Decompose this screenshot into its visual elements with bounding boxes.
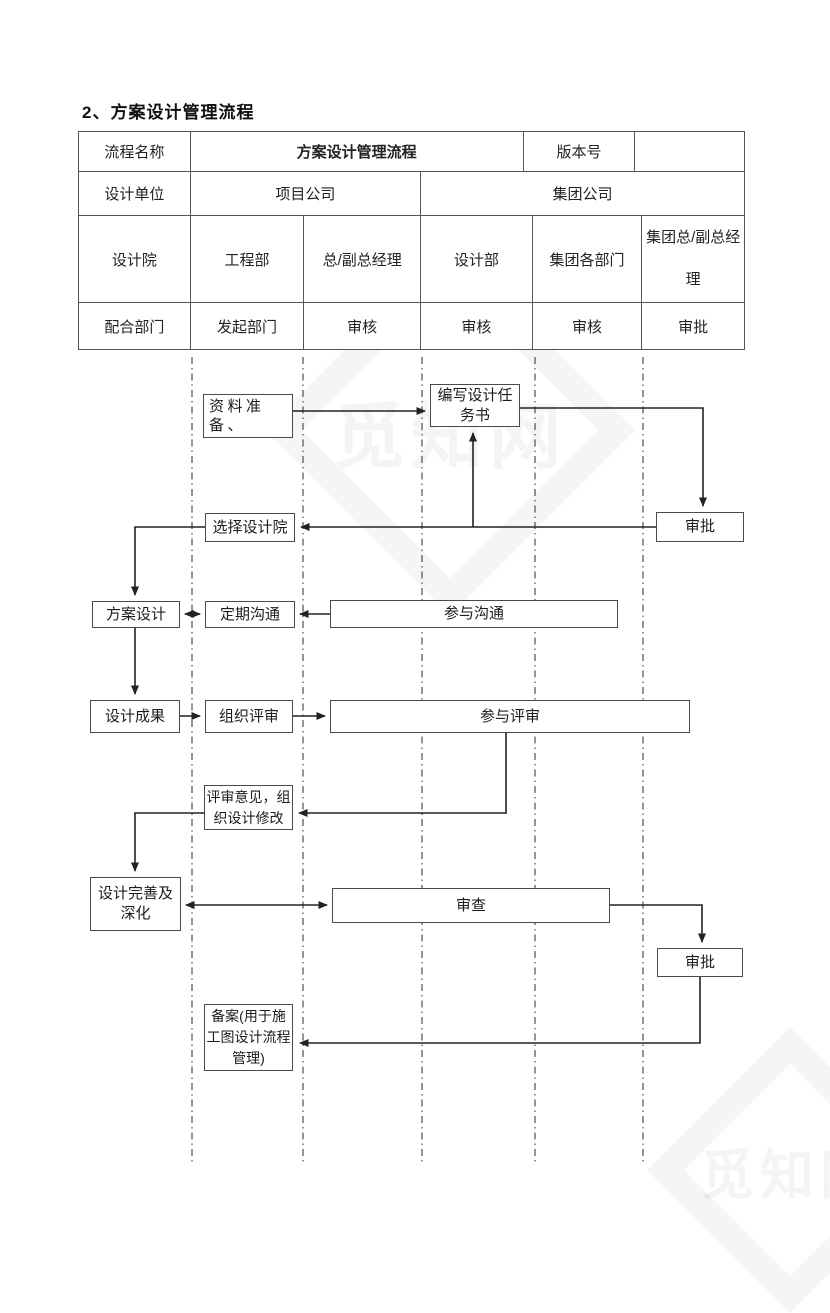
- table-cell: 总/副总经理: [304, 216, 421, 302]
- document-page: 觅知网 觅知网 2、方案设计管理流程 流程名称 方案设计管理流程 版本号 设计单…: [78, 103, 830, 1313]
- table-row: 设计院 工程部 总/副总经理 设计部 集团各部门 集团总/副总经理: [79, 216, 744, 303]
- flow-node-approve-2: 审批: [657, 948, 743, 977]
- table-cell: 集团各部门: [533, 216, 643, 302]
- table-row: 流程名称 方案设计管理流程 版本号: [79, 132, 744, 172]
- flow-node-organize-review: 组织评审: [205, 700, 293, 733]
- flow-node-approve-1: 审批: [656, 512, 744, 542]
- table-cell: 配合部门: [79, 303, 191, 349]
- lane-dividers: [191, 357, 644, 1162]
- connector: [131, 526, 205, 596]
- flow-node-select-institute: 选择设计院: [205, 513, 295, 542]
- connector: [299, 977, 701, 1047]
- table-row: 配合部门 发起部门 审核 审核 审核 审批: [79, 303, 744, 349]
- table-cell: 版本号: [524, 132, 636, 171]
- table-cell: 集团公司: [552, 186, 613, 203]
- table-cell: 项目公司: [191, 172, 421, 215]
- table-row: 设计单位 项目公司 集团公司: [79, 172, 744, 216]
- table-cell: 设计部: [421, 216, 533, 302]
- flow-node-review-comments: 评审意见，组织设计修改: [204, 785, 293, 830]
- connector: [520, 407, 707, 507]
- table-cell: 审核: [421, 303, 533, 349]
- table-cell: 设计院: [79, 216, 191, 302]
- table-cell: 审批: [678, 318, 709, 336]
- table-cell: 发起部门: [191, 303, 305, 349]
- flow-node-join-communication: 参与沟通: [330, 600, 618, 628]
- table-cell: 集团总/副总经理: [646, 229, 741, 288]
- flow-node-regular-communication: 定期沟通: [205, 601, 295, 628]
- table-cell: 工程部: [191, 216, 305, 302]
- table-cell: 审核: [533, 303, 643, 349]
- table-cell: 审核: [304, 303, 421, 349]
- flow-node-write-design-brief: 编写设计任务书: [430, 384, 520, 427]
- flow-node-design-results: 设计成果: [90, 700, 180, 733]
- flow-node-prepare-materials: 资料准备、: [203, 394, 293, 438]
- page-title: 2、方案设计管理流程: [82, 103, 255, 122]
- connector: [131, 812, 204, 872]
- flow-node-join-review: 参与评审: [330, 700, 690, 733]
- table-cell: 设计单位: [79, 172, 191, 215]
- flowchart-connectors: [131, 357, 707, 1162]
- connector: [610, 904, 706, 943]
- connector: [298, 733, 507, 817]
- flow-node-examine: 审查: [332, 888, 610, 923]
- flow-node-filing: 备案(用于施工图设计流程管理): [204, 1004, 293, 1071]
- flow-node-design-refinement: 设计完善及深化: [90, 877, 181, 931]
- header-table: 流程名称 方案设计管理流程 版本号 设计单位 项目公司 集团公司 设计院 工程部…: [78, 131, 745, 350]
- flow-node-scheme-design: 方案设计: [92, 601, 180, 628]
- table-cell: 方案设计管理流程: [191, 132, 524, 171]
- table-cell: 流程名称: [79, 132, 191, 171]
